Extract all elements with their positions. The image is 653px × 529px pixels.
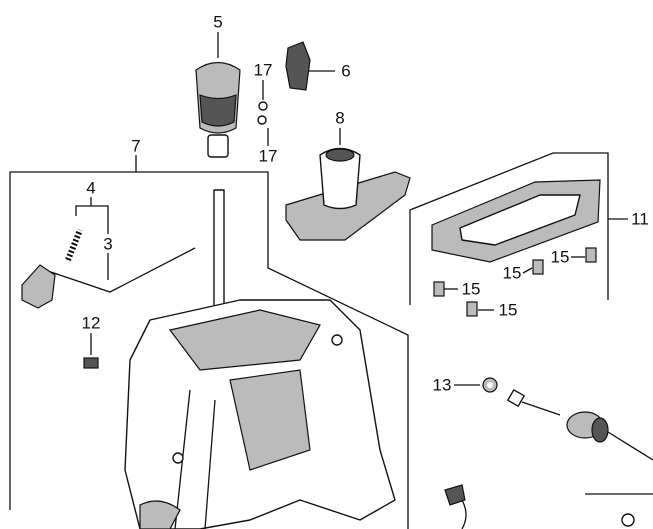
group-bracket-11 xyxy=(409,152,628,305)
callout-7: 7 xyxy=(131,136,141,156)
part-17-screw-b xyxy=(257,115,267,125)
part-15-clip-c xyxy=(433,281,445,297)
part-13-washer xyxy=(482,377,498,393)
callout-5: 5 xyxy=(213,12,223,32)
callout-11: 11 xyxy=(631,209,649,229)
part-8-boot xyxy=(285,147,411,241)
callout-8: 8 xyxy=(335,108,345,128)
group-bracket-7 xyxy=(9,155,409,529)
callout-17-top: 17 xyxy=(253,60,273,80)
part-5-shift-knob xyxy=(195,61,241,158)
leader-lines xyxy=(75,32,653,495)
callout-15-b: 15 xyxy=(502,263,522,283)
part-12-clip xyxy=(83,357,99,369)
part-3-lock-rod xyxy=(21,247,196,309)
callout-17-bottom: 17 xyxy=(258,146,278,166)
callout-15-d: 15 xyxy=(498,300,518,320)
callout-4: 4 xyxy=(86,178,96,198)
callout-15-c: 15 xyxy=(461,279,481,299)
callout-15-a: 15 xyxy=(550,247,570,267)
part-15-clip-b xyxy=(532,259,544,275)
part-17-screw-a xyxy=(258,101,268,111)
callout-13: 13 xyxy=(432,375,452,395)
part-7-shifter-assembly xyxy=(124,189,396,529)
shift-cable xyxy=(444,389,653,529)
part-6-button xyxy=(285,41,311,91)
callout-12: 12 xyxy=(81,313,101,333)
callout-6: 6 xyxy=(341,61,351,81)
part-15-clip-a xyxy=(585,247,597,263)
part-4-spring xyxy=(65,228,83,262)
part-11-indicator-panel xyxy=(431,179,601,263)
callout-3: 3 xyxy=(103,234,113,254)
part-15-clip-d xyxy=(466,301,478,317)
